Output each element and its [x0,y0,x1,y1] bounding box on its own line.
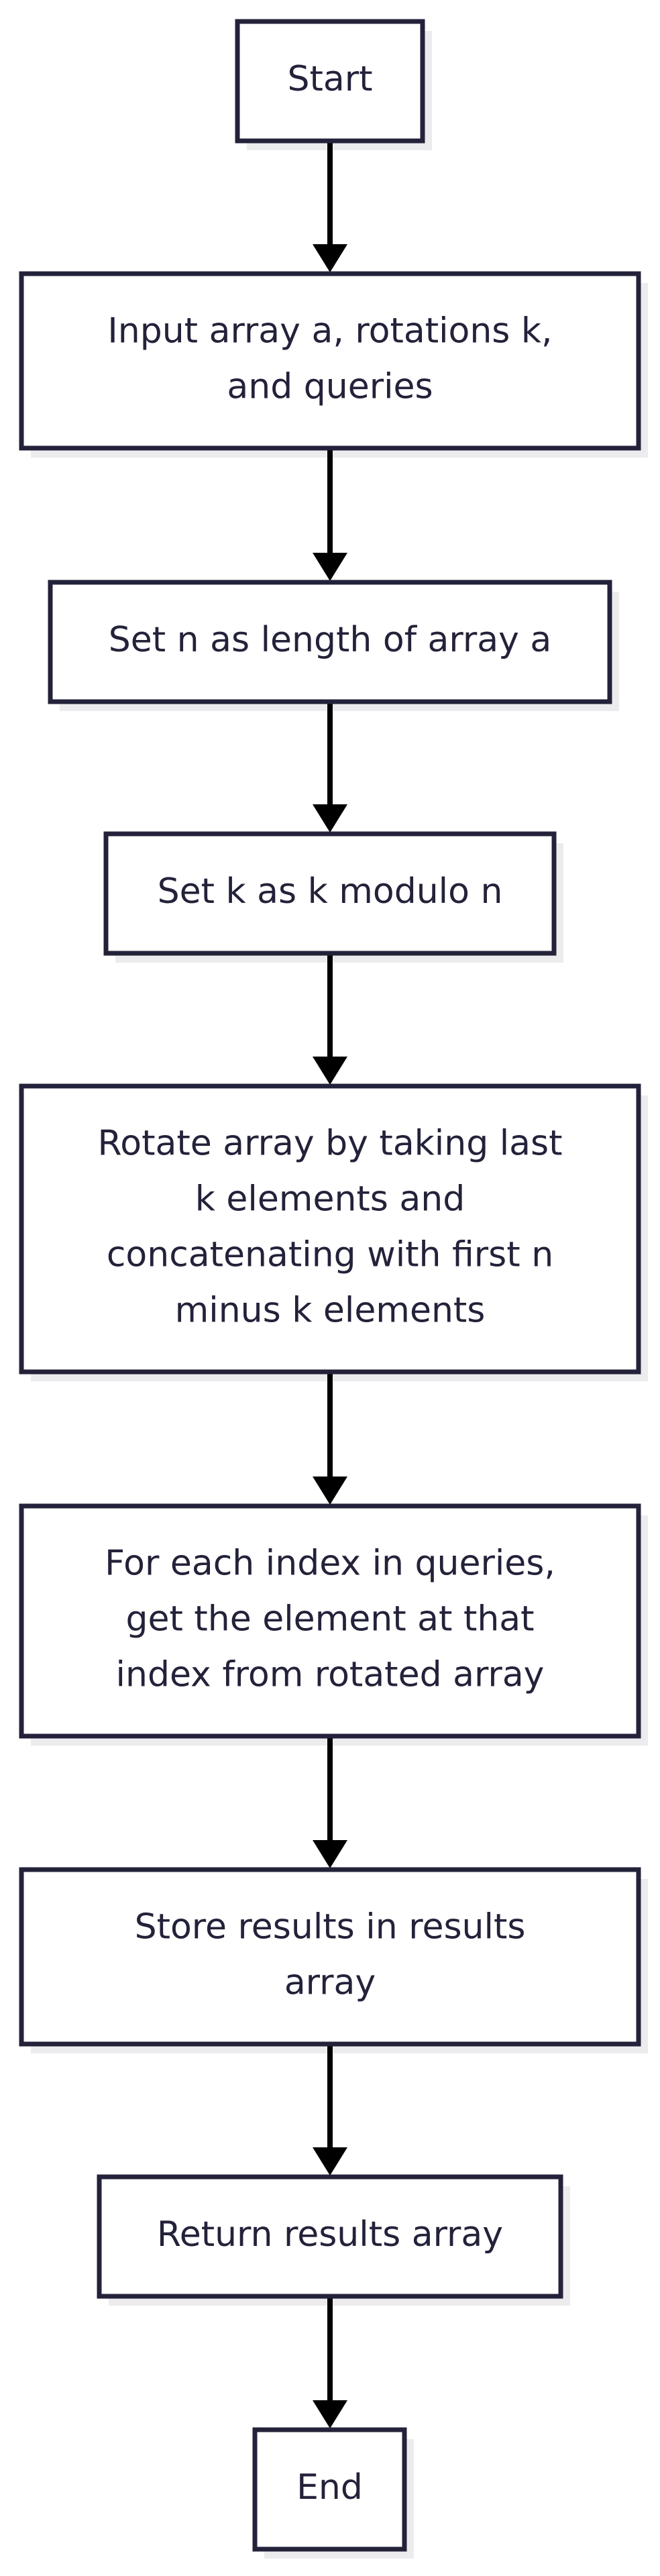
node-label-return-line-0: Return results array [157,2214,503,2255]
node-box-query [19,1503,641,1739]
node-label-store-line-0: Store results in results [135,1907,526,1947]
arrowhead-rotate-to-query [313,1477,347,1505]
node-label-input-line-0: Input array a, rotations k, [107,311,552,352]
arrowhead-store-to-return [313,2147,347,2176]
node-rotate: Rotate array by taking last k elements an… [19,1083,641,1375]
node-label-rotate-line-2: concatenating with first n [107,1235,553,1275]
node-label-start-line-0: Start [287,59,372,99]
flowchart-edges [313,141,347,2428]
node-end: End [252,2427,407,2552]
node-set-n: Set n as length of array a [48,580,612,704]
node-box-store [19,1867,641,2047]
arrowhead-set-n-to-set-k [313,804,347,833]
edge-set-k-to-rotate [313,953,347,1085]
node-box-set-k [103,831,557,956]
arrowhead-query-to-store [313,1840,347,1868]
node-label-end-line-0: End [296,2467,363,2508]
node-box-start [235,19,425,144]
node-store: Store results in results array [19,1867,641,2047]
edge-start-to-input [313,141,347,272]
edge-set-n-to-set-k [313,702,347,833]
node-label-rotate-line-3: minus k elements [175,1291,486,1331]
node-start: Start [235,19,425,144]
node-box-set-n [48,580,612,704]
node-label-set-n-line-0: Set n as length of array a [109,620,552,660]
node-box-input [19,271,641,451]
arrowhead-start-to-input [313,244,347,272]
edge-store-to-return [313,2044,347,2176]
arrowhead-set-k-to-rotate [313,1057,347,1085]
arrowhead-input-to-set-n [313,553,347,581]
node-box-end [252,2427,407,2552]
node-label-query-line-1: get the element at that [125,1599,534,1640]
node-box-return [97,2174,563,2299]
edge-rotate-to-query [313,1372,347,1505]
node-set-k: Set k as k modulo n [103,831,557,956]
node-box-rotate [19,1083,641,1375]
node-label-rotate-line-0: Rotate array by taking last [97,1124,562,1164]
node-label-query-line-0: For each index in queries, [105,1544,555,1584]
edge-return-to-end [313,2296,347,2428]
node-label-set-k-line-0: Set k as k modulo n [158,871,503,912]
node-return: Return results array [97,2174,563,2299]
edge-query-to-store [313,1736,347,1868]
node-label-store-line-1: array [284,1963,376,2003]
edge-input-to-set-n [313,448,347,581]
node-query: For each index in queries, get the elemen… [19,1503,641,1739]
node-label-input-line-1: and queries [227,367,433,407]
node-label-query-line-2: index from rotated array [116,1655,545,1695]
node-input: Input array a, rotations k, and queries [19,271,641,451]
node-label-rotate-line-1: k elements and [195,1179,465,1220]
arrowhead-return-to-end [313,2400,347,2428]
